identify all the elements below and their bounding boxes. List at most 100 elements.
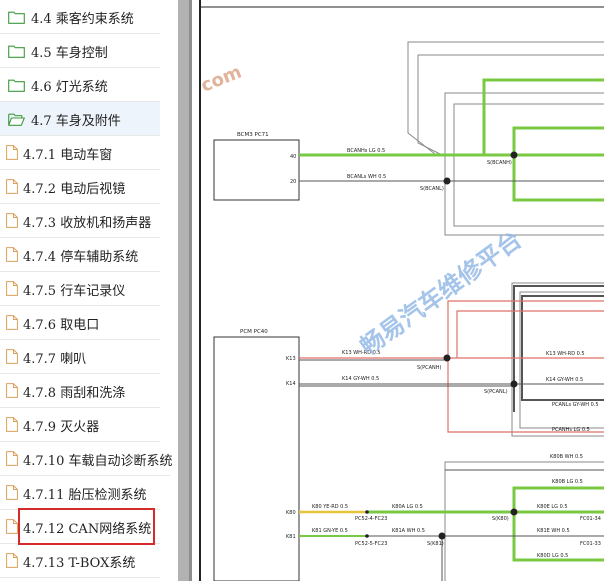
tree-item-4-7-2[interactable]: 4.7.2 电动后视镜 xyxy=(0,170,160,204)
label-s-k81: S(K81) xyxy=(427,541,444,547)
splice-pcanl xyxy=(510,380,518,388)
diagram-viewer[interactable]: BCM3 PC71 40 20 BCANHs LG 0.5 BCANLs WH … xyxy=(192,0,604,581)
label-s-pcanh: S(PCANH) xyxy=(417,365,442,371)
label-s-bcanl: S(BCANL) xyxy=(420,186,444,192)
tree-item-label: 4.6 灯光系统 xyxy=(31,80,108,95)
wiring-diagram: BCM3 PC71 40 20 BCANHs LG 0.5 BCANLs WH … xyxy=(198,0,604,581)
label-pc52-5: PC52-5-FC23 xyxy=(355,541,387,547)
label-k81a: K81A WH 0.5 xyxy=(392,528,425,534)
tree-item-label: 4.7.3 收放机和扬声器 xyxy=(23,216,152,231)
label-k14: K14 GY-WH 0.5 xyxy=(342,376,379,382)
tree-item-4-7-8[interactable]: 4.7.8 雨刮和洗涤 xyxy=(0,374,160,408)
pcm-pin-k14: K14 xyxy=(286,381,296,387)
splice-bcanl xyxy=(443,177,451,185)
connector-pc52-5 xyxy=(365,534,369,538)
selection-highlight-box xyxy=(18,508,155,545)
label-s-pcanl: S(PCANL) xyxy=(484,389,508,395)
label-r-pcanh: PCANHs LG 0.5 xyxy=(552,427,590,433)
splice-k80 xyxy=(510,508,518,516)
splice-pcanh xyxy=(443,354,451,362)
label-k80b-top: K80B WH 0.5 xyxy=(550,454,583,460)
tree-item-4-5[interactable]: 4.5 车身控制 xyxy=(0,34,160,68)
folder-icon xyxy=(8,79,25,92)
label-k80: K80 YE-RD 0.5 xyxy=(312,504,348,510)
document-icon xyxy=(6,145,18,160)
tree-item-4-7[interactable]: 4.7 车身及附件 xyxy=(0,102,160,136)
grey-bus-middle xyxy=(513,285,604,412)
pcm-pin-k81: K81 xyxy=(286,534,296,540)
tree-item-4-7-3[interactable]: 4.7.3 收放机和扬声器 xyxy=(0,204,160,238)
folder-open-icon xyxy=(8,113,25,126)
tree-item-4-4[interactable]: 4.4 乘客约束系统 xyxy=(0,0,160,34)
tree-item-4-7-9[interactable]: 4.7.9 灭火器 xyxy=(0,408,160,442)
document-icon xyxy=(6,383,18,398)
tree-item-label: 4.7.13 T-BOX系统 xyxy=(23,556,136,571)
tree-item-label: 4.4 乘客约束系统 xyxy=(31,12,134,27)
tree-item-label: 4.7.5 行车记录仪 xyxy=(23,284,126,299)
label-k80b: K80B LG 0.5 xyxy=(552,479,583,485)
label-bcanl: BCANLs WH 0.5 xyxy=(347,174,386,180)
green-bus-top xyxy=(482,78,604,202)
document-icon xyxy=(6,179,18,194)
tree-item-label: 4.7.1 电动车窗 xyxy=(23,148,113,163)
label-k80a: K80A LG 0.5 xyxy=(392,504,423,510)
tree-item-label: 4.7.2 电动后视镜 xyxy=(23,182,126,197)
green-bus-bottom xyxy=(512,486,604,562)
navigation-tree: 4.4 乘客约束系统 4.5 车身控制 4.6 灯光系统 4.7 车身及附件 4… xyxy=(0,0,178,581)
tree-item-4-7-4[interactable]: 4.7.4 停车辅助系统 xyxy=(0,238,160,272)
label-r-k13: K13 WH-RD 0.5 xyxy=(546,351,585,357)
tree-item-label: 4.7.10 车载自动诊断系统 xyxy=(23,454,173,469)
label-bcanh: BCANHs LG 0.5 xyxy=(347,148,385,154)
tree-item-label: 4.7.12 CAN网络系统 xyxy=(23,522,152,537)
label-k80d: K80D LG 0.5 xyxy=(537,553,568,559)
bcm-pin-20: 20 xyxy=(290,179,296,185)
tree-item-label: 4.7 车身及附件 xyxy=(31,114,121,129)
label-r-k14: K14 GY-WH 0.5 xyxy=(546,377,583,383)
panel-splitter[interactable] xyxy=(178,0,192,581)
bcm-title: BCM3 PC71 xyxy=(237,132,269,138)
label-k81: K81 GN-YE 0.5 xyxy=(312,528,348,534)
tree-item-4-7-10[interactable]: 4.7.10 车载自动诊断系统 xyxy=(0,442,173,476)
document-icon xyxy=(6,247,18,262)
tree-item-label: 4.5 车身控制 xyxy=(31,46,108,61)
tree-item-4-7-5[interactable]: 4.7.5 行车记录仪 xyxy=(0,272,160,306)
splitter-edge xyxy=(189,0,192,581)
bcm-pin-40: 40 xyxy=(290,154,296,160)
watermark-com: com xyxy=(198,62,245,97)
document-icon xyxy=(6,519,18,534)
label-r-pcanl: PCANLs GY-WH 0.5 xyxy=(552,402,599,408)
document-icon xyxy=(6,281,18,296)
wire-outline-group xyxy=(407,41,604,581)
document-icon xyxy=(6,315,18,330)
pcm-pin-k13: K13 xyxy=(286,356,296,362)
tree-item-4-7-13[interactable]: 4.7.13 T-BOX系统 xyxy=(0,544,160,578)
document-icon xyxy=(6,485,18,500)
pcm-module xyxy=(213,336,300,581)
label-k81e: K81E WH 0.5 xyxy=(537,528,570,534)
tree-item-4-7-11[interactable]: 4.7.11 胎压检测系统 xyxy=(0,476,160,510)
label-fc01-33: FC01-33 xyxy=(580,541,601,547)
folder-icon xyxy=(8,45,25,58)
splice-k81 xyxy=(438,532,446,540)
tree-item-label: 4.7.11 胎压检测系统 xyxy=(23,488,147,503)
pcm-title: PCM PC40 xyxy=(240,329,268,335)
tree-item-label: 4.7.6 取电口 xyxy=(23,318,100,333)
splice-bcanh xyxy=(510,151,518,159)
tree-item-label: 4.7.7 喇叭 xyxy=(23,352,87,367)
tree-item-label: 4.7.4 停车辅助系统 xyxy=(23,250,139,265)
watermark-main: 畅易汽车维修平台 xyxy=(355,225,527,361)
tree-item-4-6[interactable]: 4.6 灯光系统 xyxy=(0,68,160,102)
connector-pc52-4 xyxy=(365,510,369,514)
folder-icon xyxy=(8,11,25,24)
tree-item-4-7-6[interactable]: 4.7.6 取电口 xyxy=(0,306,160,340)
bcm-module xyxy=(213,139,300,201)
tree-item-label: 4.7.9 灭火器 xyxy=(23,420,100,435)
label-pc52-4: PC52-4-FC23 xyxy=(355,516,387,522)
label-s-k80: S(K80) xyxy=(492,516,509,522)
tree-item-4-7-1[interactable]: 4.7.1 电动车窗 xyxy=(0,136,160,170)
pcm-pin-k80: K80 xyxy=(286,510,296,516)
document-icon xyxy=(6,553,18,568)
label-s-bcanh: S(BCANH) xyxy=(487,160,512,166)
tree-item-4-7-7[interactable]: 4.7.7 喇叭 xyxy=(0,340,160,374)
label-k80e: K80E LG 0.5 xyxy=(537,504,568,510)
